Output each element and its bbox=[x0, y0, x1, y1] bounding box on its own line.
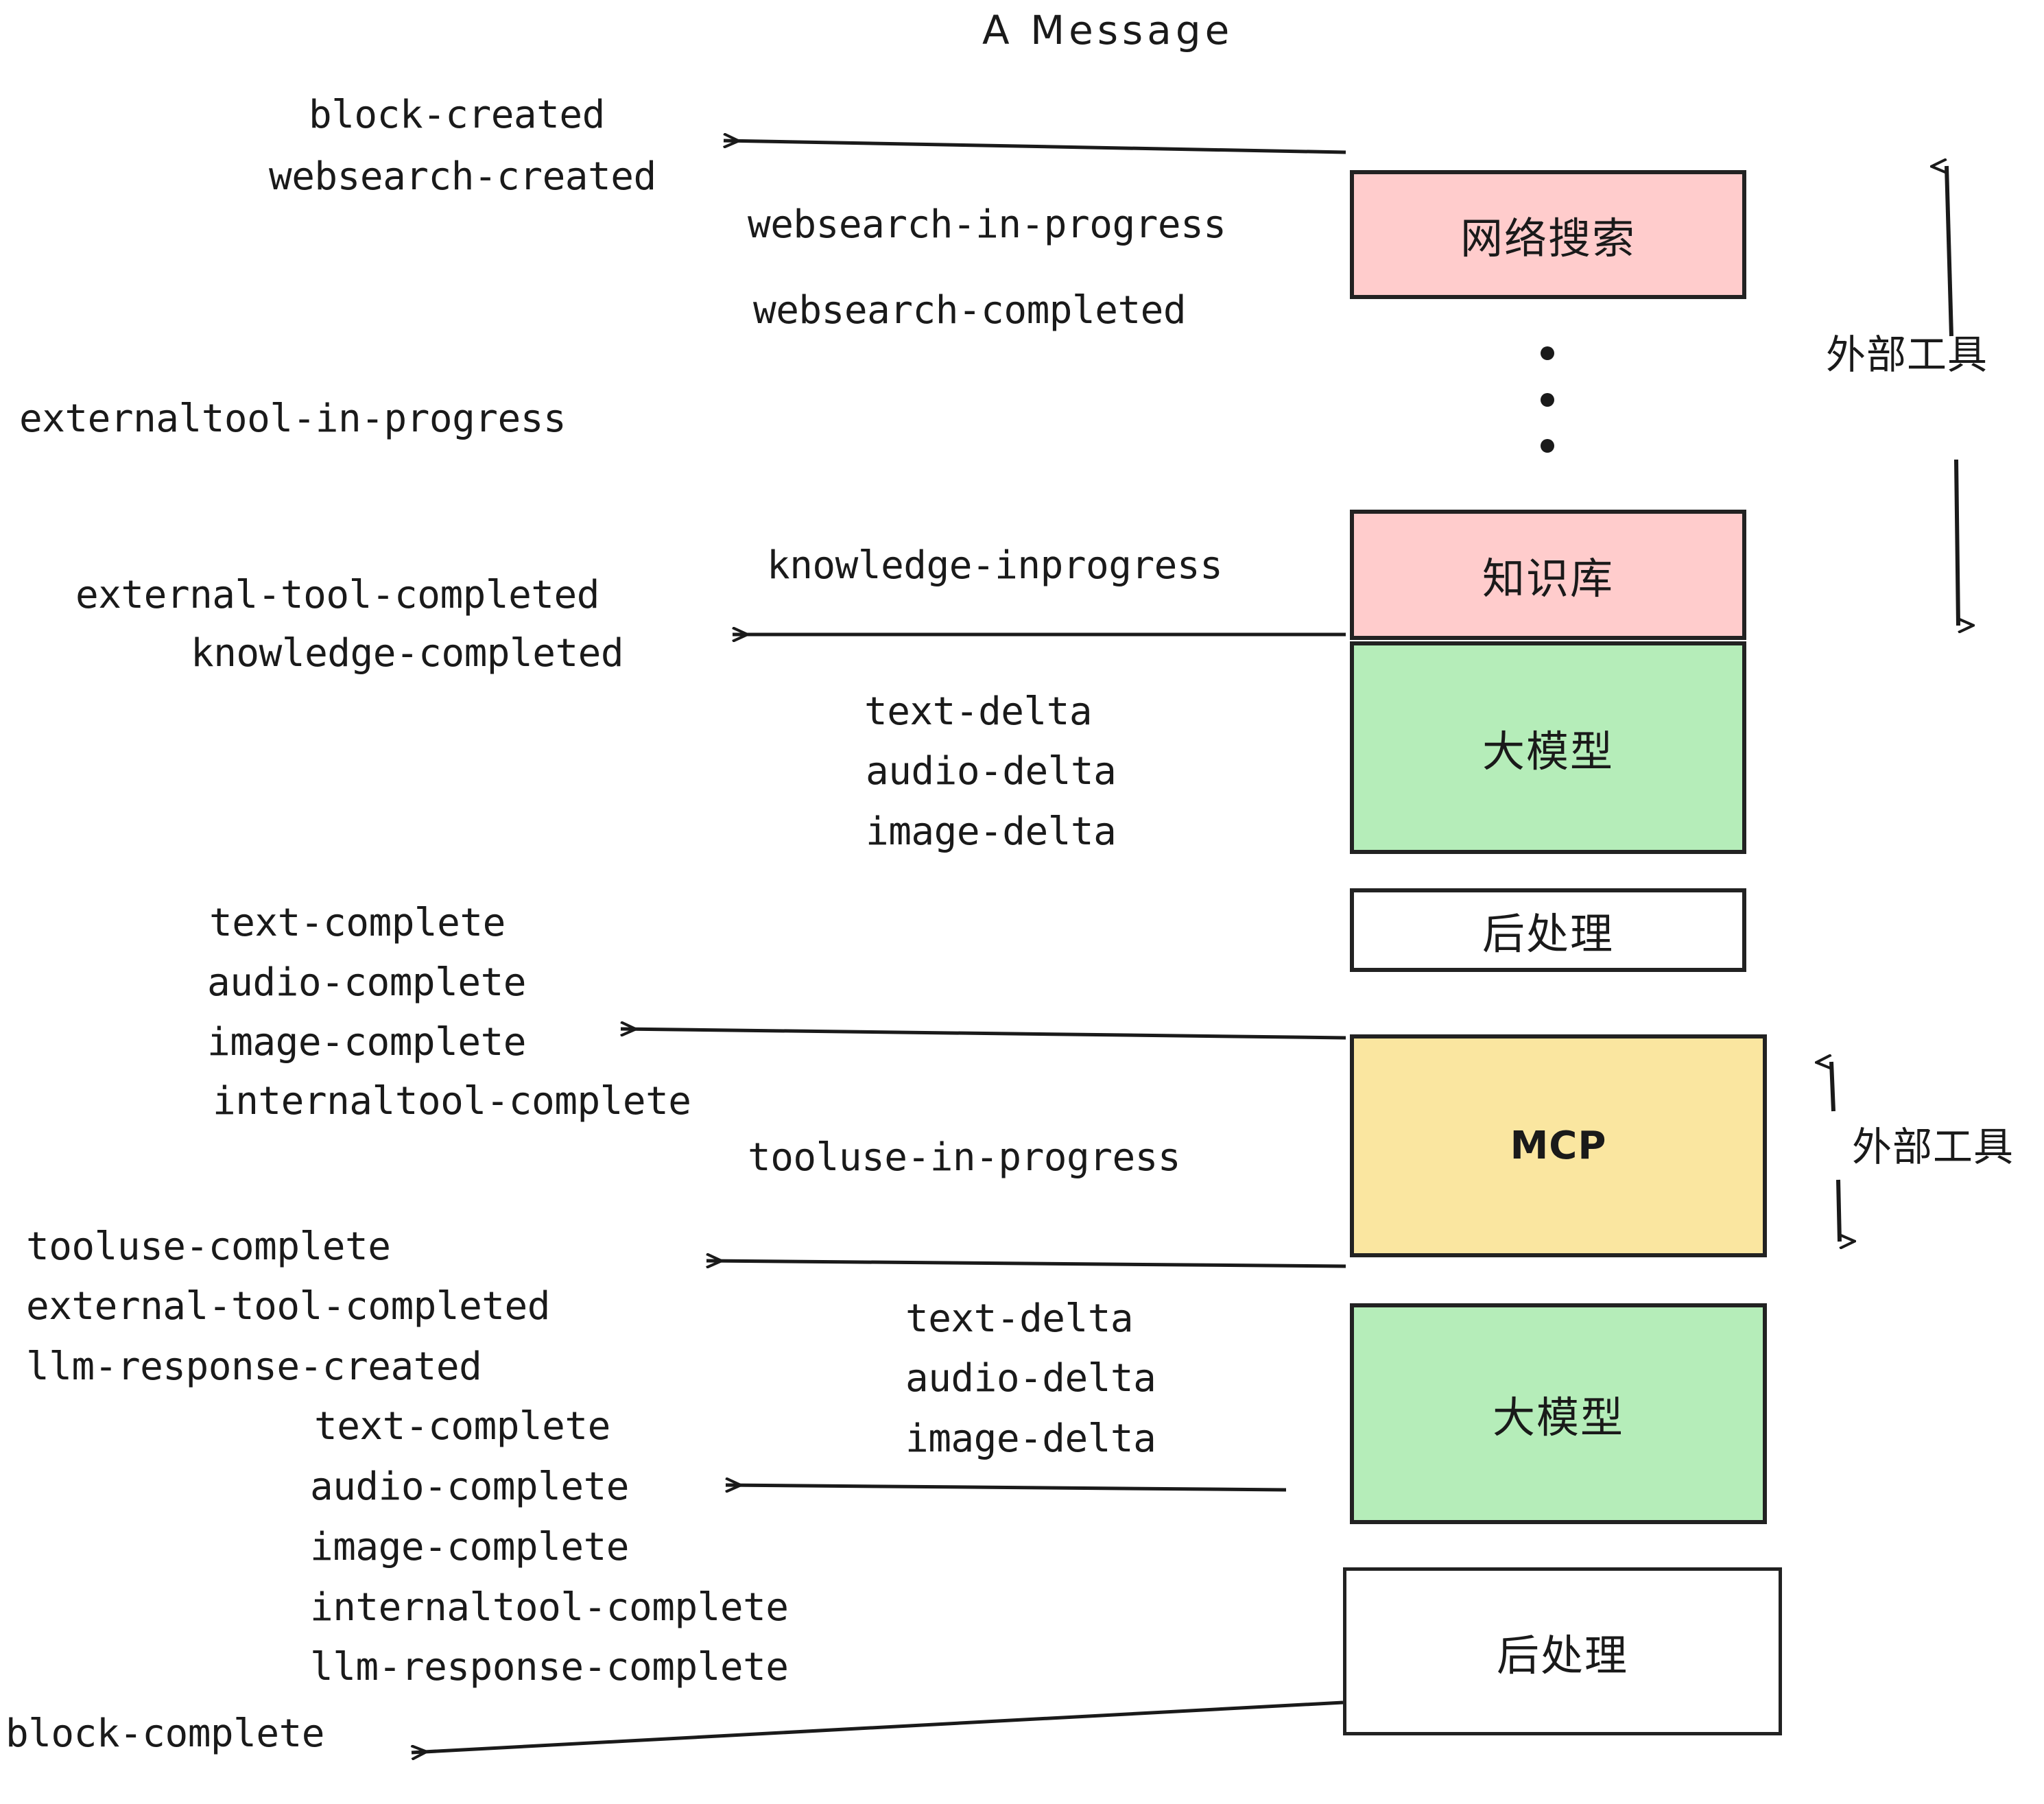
event-text-complete-1: text-complete bbox=[209, 901, 506, 945]
event-text-delta-2: text-delta bbox=[905, 1296, 1134, 1341]
ellipsis-dot bbox=[1541, 392, 1554, 407]
node-mcp[interactable]: MCP bbox=[1350, 1034, 1767, 1257]
node-postprocess-top-label: 后处理 bbox=[1482, 909, 1614, 959]
event-internaltool-complete-1: internaltool-complete bbox=[213, 1079, 691, 1124]
event-image-delta-2: image-delta bbox=[905, 1416, 1156, 1461]
node-llm-top[interactable]: 大模型 bbox=[1350, 641, 1746, 854]
event-llm-response-complete: llm-response-complete bbox=[310, 1645, 789, 1689]
node-llm-bottom[interactable]: 大模型 bbox=[1350, 1303, 1767, 1524]
arrow-external-tools-top-down bbox=[1954, 459, 1958, 626]
event-external-tool-completed-2: external-tool-completed bbox=[26, 1284, 550, 1329]
event-block-complete: block-complete bbox=[5, 1711, 325, 1756]
arrow-postprocess-top-to-image-complete bbox=[621, 1029, 1346, 1040]
node-websearch[interactable]: 网络搜索 bbox=[1350, 170, 1746, 299]
ellipsis-dot bbox=[1541, 346, 1554, 360]
node-knowledge[interactable]: 知识库 bbox=[1350, 510, 1746, 640]
event-websearch-completed: websearch-completed bbox=[753, 288, 1187, 333]
node-postprocess-top[interactable]: 后处理 bbox=[1350, 888, 1746, 972]
event-audio-complete-2: audio-complete bbox=[310, 1464, 630, 1509]
arrow-mcp-to-tooluse-complete bbox=[706, 1261, 1346, 1266]
event-text-complete-2: text-complete bbox=[314, 1404, 610, 1449]
event-knowledge-inprogress: knowledge-inprogress bbox=[767, 543, 1223, 588]
arrow-external-tools-bottom-up bbox=[1831, 1062, 1835, 1112]
event-internaltool-complete-2: internaltool-complete bbox=[310, 1585, 789, 1630]
event-text-delta-1: text-delta bbox=[864, 689, 1093, 734]
node-llm-bottom-label: 大模型 bbox=[1492, 1392, 1624, 1443]
event-audio-delta-2: audio-delta bbox=[905, 1356, 1156, 1401]
ellipsis-dot bbox=[1541, 439, 1554, 453]
event-image-complete-1: image-complete bbox=[207, 1020, 527, 1065]
event-websearch-in-progress: websearch-in-progress bbox=[748, 202, 1226, 247]
node-websearch-label: 网络搜索 bbox=[1460, 213, 1636, 263]
page-title: A Message bbox=[982, 7, 1234, 54]
event-llm-response-created: llm-response-created bbox=[26, 1344, 482, 1389]
arrow-external-tools-bottom-down bbox=[1836, 1179, 1840, 1242]
event-audio-complete-1: audio-complete bbox=[207, 960, 527, 1005]
arrow-external-tools-top-up bbox=[1947, 166, 1953, 337]
arrow-websearch-to-created bbox=[724, 141, 1346, 154]
vertical-ellipsis bbox=[1540, 346, 1555, 453]
side-label-external-tools-bottom: 外部工具 bbox=[1852, 1124, 2015, 1170]
node-mcp-label: MCP bbox=[1510, 1124, 1607, 1168]
node-postprocess-bottom-label: 后处理 bbox=[1496, 1630, 1628, 1681]
node-knowledge-label: 知识库 bbox=[1482, 554, 1614, 604]
event-block-created: block-created bbox=[309, 93, 605, 137]
event-knowledge-completed: knowledge-completed bbox=[191, 631, 624, 676]
event-image-delta-1: image-delta bbox=[866, 809, 1117, 854]
event-image-complete-2: image-complete bbox=[310, 1525, 630, 1569]
arrow-llm-bottom-to-audio-complete bbox=[726, 1485, 1287, 1490]
event-tooluse-in-progress: tooluse-in-progress bbox=[748, 1135, 1181, 1180]
node-postprocess-bottom[interactable]: 后处理 bbox=[1343, 1567, 1782, 1735]
event-externaltool-in-progress: externaltool-in-progress bbox=[19, 396, 567, 441]
event-tooluse-complete: tooluse-complete bbox=[26, 1224, 391, 1269]
side-label-external-tools-top: 外部工具 bbox=[1826, 331, 1988, 378]
event-audio-delta-1: audio-delta bbox=[866, 749, 1117, 794]
arrow-postprocess-bottom-to-block-complete bbox=[412, 1700, 1344, 1753]
event-external-tool-completed-1: external-tool-completed bbox=[75, 573, 599, 617]
node-llm-top-label: 大模型 bbox=[1482, 726, 1614, 776]
event-websearch-created: websearch-created bbox=[269, 154, 656, 199]
